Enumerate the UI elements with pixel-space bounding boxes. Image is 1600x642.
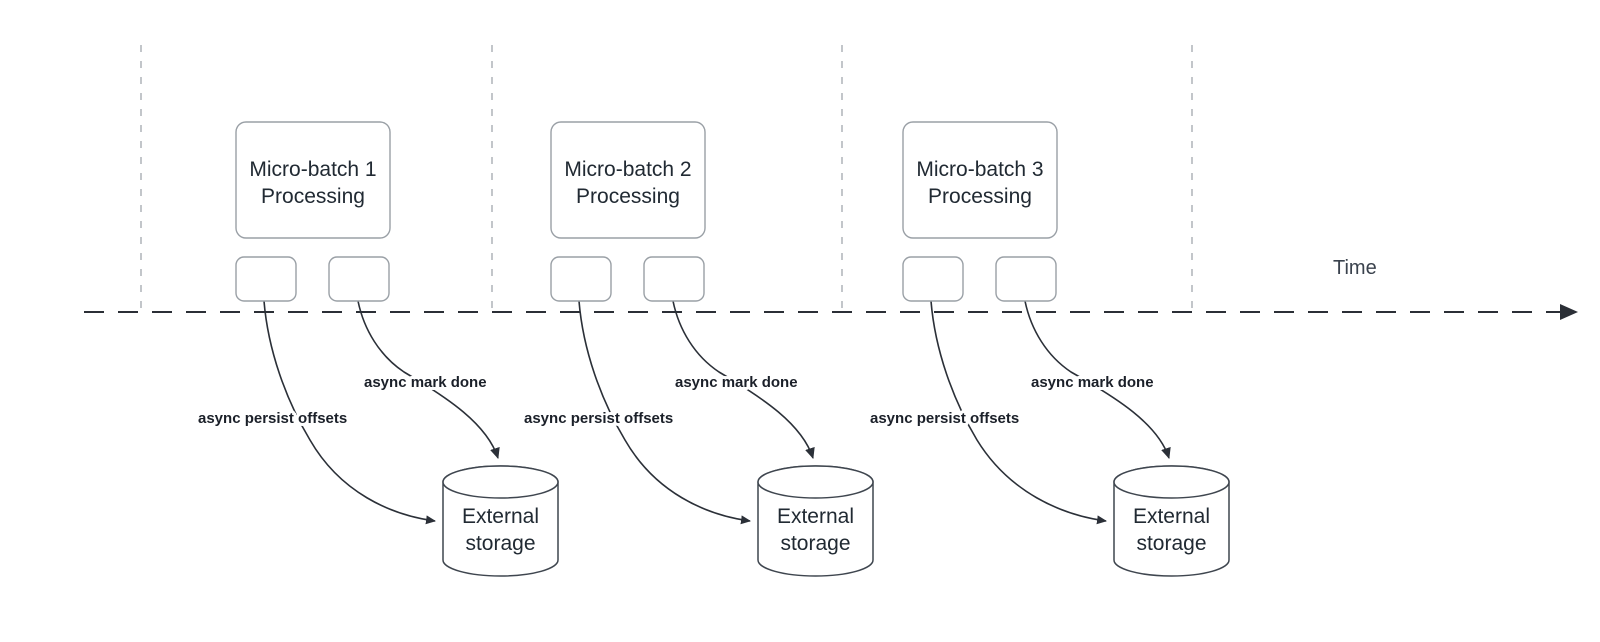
group-3-edge-async-persist-offsets-label: async persist offsets	[870, 410, 1019, 427]
group-1-edge-async-mark-done-label: async mark done	[364, 374, 487, 391]
group-1-batch-box[interactable]	[235, 121, 391, 239]
group-1-edge-async-mark-done-label-halo: async mark done	[364, 374, 487, 391]
group-1-edge-async-mark-done	[357, 300, 500, 459]
group-1-storage-cylinder-top	[442, 465, 559, 499]
group-1-task-box-mark[interactable]	[328, 256, 390, 302]
group-3-storage-label-line2: storage	[1136, 532, 1206, 555]
timeline-group	[84, 304, 1578, 320]
label-group: Time async persist offsets async persist o…	[195, 257, 1377, 430]
group-1-task-box-persist[interactable]	[235, 256, 297, 302]
group-3-edge-async-mark-done-label-halo: async mark done	[1031, 374, 1154, 391]
tick-line-group	[140, 45, 1193, 316]
group-2-batch-box[interactable]	[550, 121, 706, 239]
group-2-task-box-mark[interactable]	[643, 256, 705, 302]
group-3-task-box-mark[interactable]	[995, 256, 1057, 302]
group-2-batch-label-line2: Processing	[576, 185, 680, 208]
group-2-edge-async-persist-offsets-label-halo: async persist offsets	[524, 410, 673, 427]
group-1-storage-label-line1: External	[462, 505, 539, 528]
edge-group	[263, 300, 1171, 525]
group-1-edge-async-persist-offsets	[263, 300, 436, 525]
group-2-storage-cylinder-top	[757, 465, 874, 499]
group-2-edge-async-persist-offsets	[578, 300, 751, 525]
group-2-storage-label-line1: External	[777, 505, 854, 528]
group-3-task-box-persist[interactable]	[902, 256, 964, 302]
group-2-edge-async-persist-offsets-label: async persist offsets	[524, 410, 673, 427]
group-3-storage-cylinder-top	[1113, 465, 1230, 499]
timeline-arrowhead	[1560, 304, 1578, 320]
group-3-edge-async-mark-done	[1024, 300, 1171, 459]
time-axis-label: Time	[1333, 257, 1377, 279]
group-3-batch-label-line2: Processing	[928, 185, 1032, 208]
group-2-edge-async-mark-done	[672, 300, 815, 459]
group-2-edge-async-mark-done-label: async mark done	[675, 374, 798, 391]
group-1-edge-async-persist-offsets-label: async persist offsets	[198, 410, 347, 427]
group-2-task-box-persist[interactable]	[550, 256, 612, 302]
group-1-batch-label-line1: Micro-batch 1	[249, 158, 376, 181]
group-1-batch-label-line2: Processing	[261, 185, 365, 208]
group-2-edge-async-mark-done-label-halo: async mark done	[675, 374, 798, 391]
group-2-storage-label-line2: storage	[780, 532, 850, 555]
group-3-storage-label-line1: External	[1133, 505, 1210, 528]
group-3-edge-async-persist-offsets-label-halo: async persist offsets	[870, 410, 1019, 427]
group-2-batch-label-line1: Micro-batch 2	[564, 158, 691, 181]
group-3-batch-label-line1: Micro-batch 3	[916, 158, 1043, 181]
group-1-edge-async-persist-offsets-label-halo: async persist offsets	[198, 410, 347, 427]
group-3-edge-async-persist-offsets	[930, 300, 1107, 525]
group-3-edge-async-mark-done-label: async mark done	[1031, 374, 1154, 391]
group-3-batch-box[interactable]	[902, 121, 1058, 239]
group-1-storage-label-line2: storage	[465, 532, 535, 555]
